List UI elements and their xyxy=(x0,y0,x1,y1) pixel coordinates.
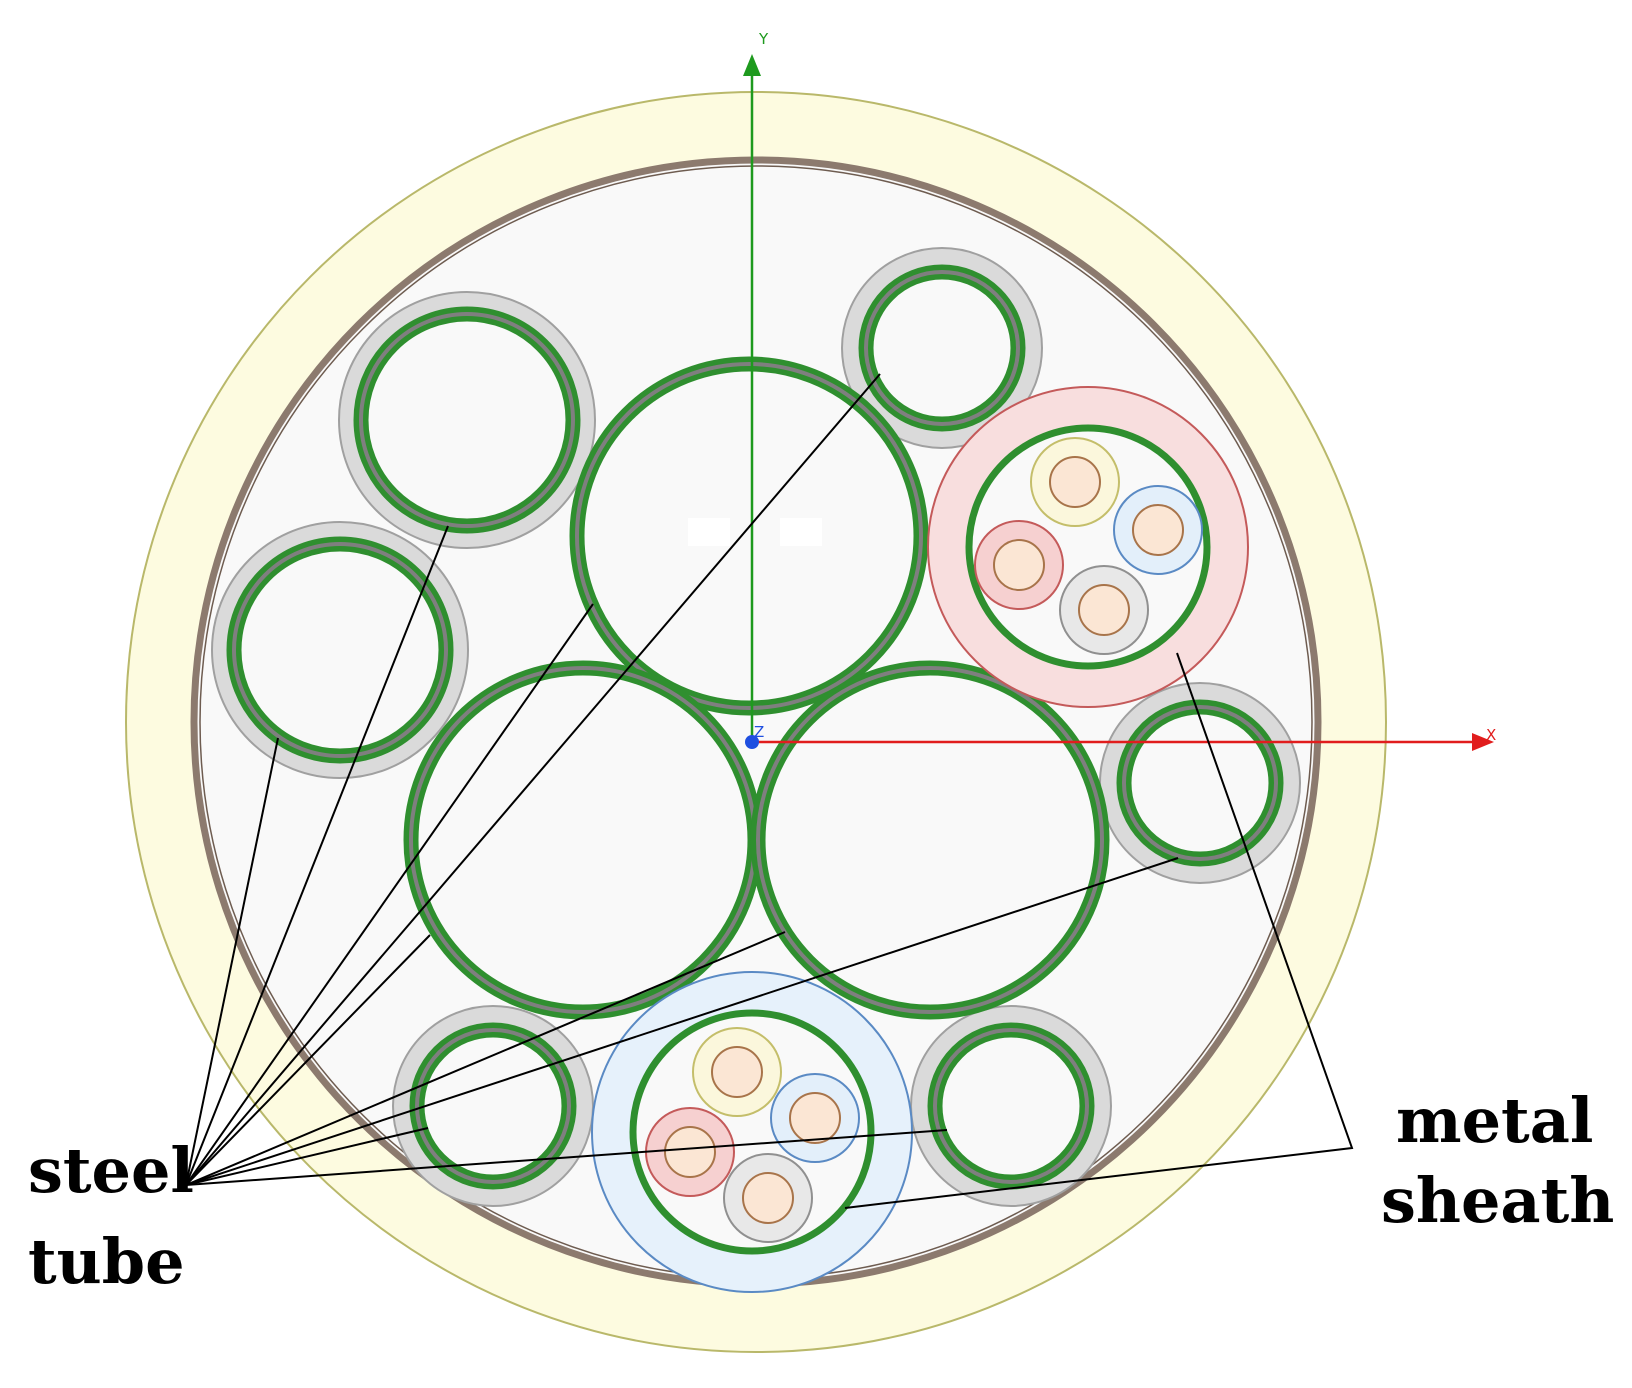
leader-line xyxy=(185,857,1179,1186)
steel-tube-leaders xyxy=(185,373,1179,1186)
pipe-bottom-right xyxy=(910,1005,1112,1207)
y-axis-label: Y xyxy=(758,30,769,48)
x-axis-arrowhead xyxy=(1472,733,1494,751)
metal-sheath-label-line1: metal xyxy=(1396,1084,1593,1157)
z-axis-label: Z xyxy=(754,723,764,741)
large-tube-right xyxy=(750,660,1110,1020)
steel-tube-label-line1: steel xyxy=(28,1134,194,1207)
leader-line xyxy=(185,525,449,1186)
leader-line xyxy=(185,931,786,1186)
core-red xyxy=(974,520,1064,610)
metal-sheath-leaders xyxy=(844,652,1354,1209)
origin-point xyxy=(745,735,759,749)
pipe-right xyxy=(1099,682,1301,884)
steel-tube-label-line2: tube xyxy=(28,1225,185,1298)
large-tube-left xyxy=(403,660,763,1020)
marker xyxy=(780,518,822,546)
steel-tube-label: steel tube xyxy=(28,1134,216,1298)
core-grey xyxy=(723,1153,813,1243)
pipe-top-right xyxy=(841,247,1043,449)
y-axis-arrowhead xyxy=(743,54,761,76)
x-axis-label: X xyxy=(1486,726,1496,744)
cable-bundle-blue xyxy=(591,971,913,1293)
marker xyxy=(688,518,730,546)
core-blue xyxy=(770,1073,860,1163)
leader-line xyxy=(844,652,1354,1209)
pipe-bottom-left xyxy=(392,1005,594,1207)
core-yellow xyxy=(692,1027,782,1117)
leader-line xyxy=(185,603,594,1186)
coordinate-axes: Y X Z xyxy=(743,30,1496,751)
leader-line xyxy=(185,934,431,1186)
leader-line xyxy=(185,1129,948,1186)
core-blue xyxy=(1113,485,1203,575)
pipe-left xyxy=(211,521,469,779)
leader-line xyxy=(185,373,881,1186)
large-tube-top xyxy=(569,356,929,716)
metal-sheath-label-line2: sheath xyxy=(1381,1164,1614,1237)
pipe-top-left xyxy=(338,291,596,549)
core-grey xyxy=(1059,565,1149,655)
cable-bundle-red xyxy=(927,386,1249,708)
core-yellow xyxy=(1030,437,1120,527)
leader-line xyxy=(185,737,279,1186)
metal-sheath-label: metal sheath xyxy=(1381,1084,1615,1237)
core-red xyxy=(645,1107,735,1197)
leader-line xyxy=(185,1127,429,1186)
